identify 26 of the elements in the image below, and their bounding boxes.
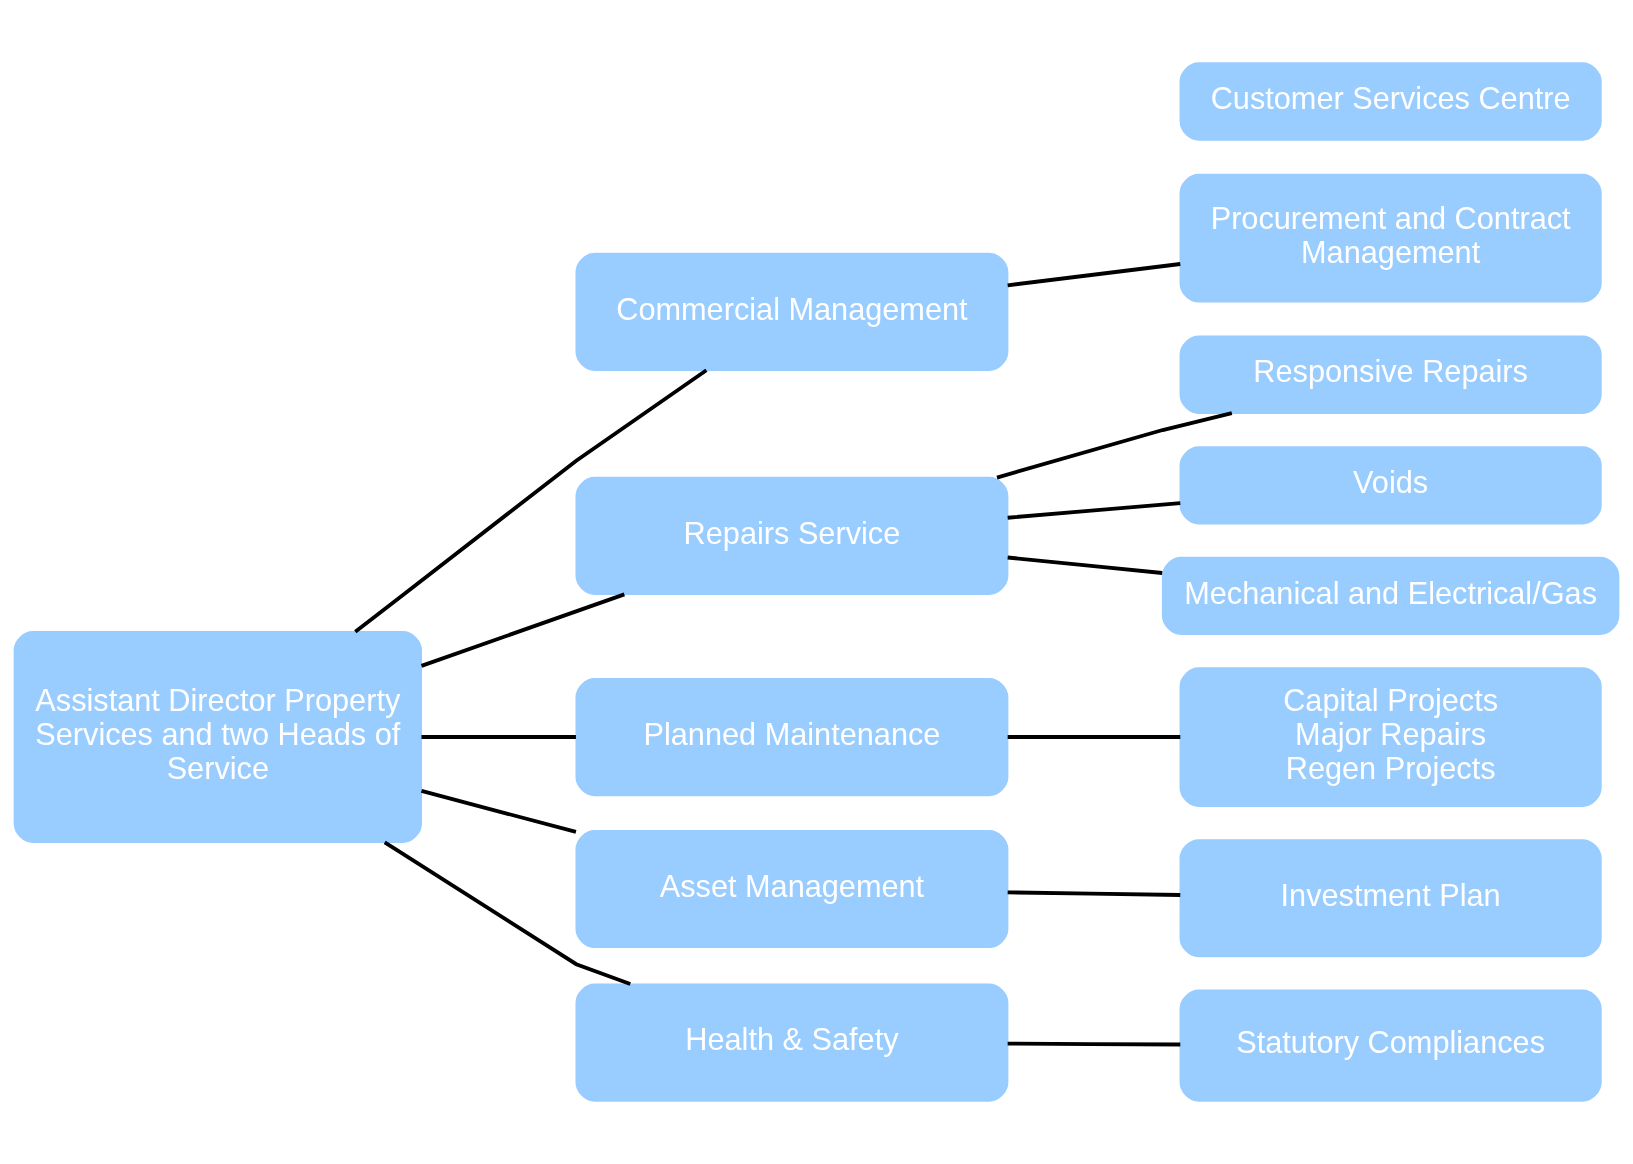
connector [996, 411, 1233, 480]
connector [1007, 1041, 1181, 1047]
node-box: Investment Plan [1179, 839, 1602, 958]
node-box: Customer Services Centre [1179, 62, 1602, 141]
connector [421, 735, 576, 739]
connector [1007, 262, 1181, 288]
node-box: Repairs Service [575, 476, 1009, 596]
node-box: Asset Management [575, 829, 1009, 949]
connector [1007, 501, 1181, 520]
node-box: Procurement and Contract Management [1179, 173, 1602, 303]
node-box: Assistant Director Property Services and two Heads of Service [13, 631, 422, 843]
node-box: Health & Safety [575, 983, 1009, 1102]
node-box: Mechanical and Electrical/Gas [1161, 556, 1620, 635]
node-box: Responsive Repairs [1179, 335, 1602, 414]
node-box: Commercial Management [575, 252, 1009, 371]
connector [1007, 555, 1163, 575]
node-box: Planned Maintenance [575, 677, 1009, 797]
node-box: Voids [1179, 446, 1602, 525]
connector [1007, 735, 1181, 739]
connector [383, 840, 631, 986]
connector [1007, 890, 1181, 897]
node-box: Statutory Compliances [1179, 989, 1602, 1102]
connector [420, 592, 625, 668]
connector [421, 788, 577, 834]
node-box: Capital Projects Major Repairs Regen Projects [1179, 667, 1602, 807]
connector [354, 368, 708, 634]
